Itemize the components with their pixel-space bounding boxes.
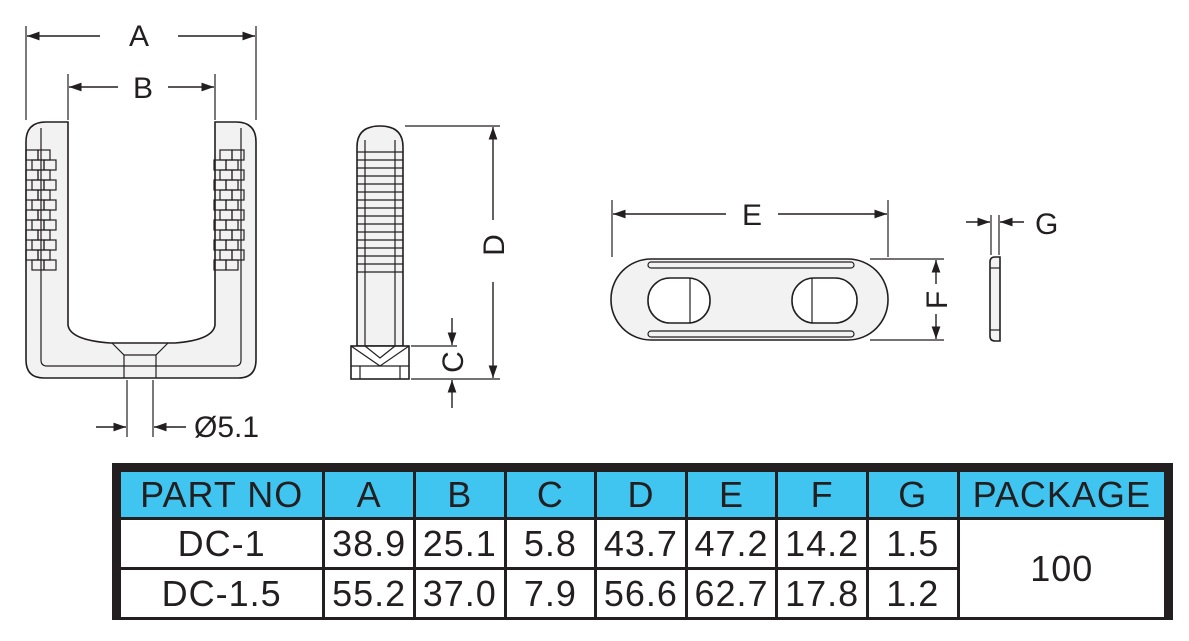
cell-g: 1.2 [865, 567, 960, 620]
header-f: F [775, 469, 869, 520]
edge-view: G [966, 208, 1058, 342]
cell-c: 7.9 [503, 567, 598, 620]
header-part-no: PART NO [117, 469, 326, 520]
header-b: B [412, 469, 507, 520]
side-ribs [357, 140, 403, 346]
header-a: A [322, 469, 416, 520]
tooth [213, 259, 227, 271]
dim-label-d: D [478, 234, 511, 256]
cell-d: 56.6 [594, 567, 688, 620]
table-row: DC-1.5 55.2 37.0 7.9 56.6 62.7 17.8 1.2 [117, 567, 1166, 620]
technical-drawing: A B Ø5.1 D C [25, 20, 1058, 444]
right-grip-teeth [213, 149, 245, 271]
dim-label-a: A [129, 20, 149, 53]
dim-label-b: B [133, 72, 153, 105]
cell-e: 62.7 [684, 567, 779, 620]
cell-a: 55.2 [322, 567, 416, 620]
cell-d: 43.7 [594, 517, 688, 570]
header-package: PACKAGE [956, 469, 1168, 520]
cell-b: 25.1 [412, 517, 507, 570]
front-view: A B Ø5.1 [25, 20, 259, 444]
specification-table: PART NO A B C D E F G PACKAGE DC-1 38.9 … [112, 463, 1173, 620]
side-view: D C [350, 125, 511, 408]
cell-package: 100 [956, 517, 1168, 620]
header-e: E [684, 469, 779, 520]
dim-label-hole: Ø5.1 [194, 411, 259, 444]
cell-part-no: DC-1 [117, 517, 326, 570]
cell-g: 1.5 [865, 517, 960, 570]
tooth [43, 259, 57, 271]
header-g: G [865, 469, 960, 520]
table-header-row: PART NO A B C D E F G PACKAGE [117, 469, 1168, 520]
left-grip-teeth [25, 149, 57, 271]
cell-b: 37.0 [412, 567, 507, 620]
top-view: E F [610, 199, 954, 341]
header-c: C [503, 469, 598, 520]
table-row: DC-1 38.9 25.1 5.8 43.7 47.2 14.2 1.5 10… [117, 517, 1168, 620]
cell-c: 5.8 [503, 517, 598, 570]
cell-e: 47.2 [684, 517, 779, 570]
header-d: D [594, 469, 688, 520]
dim-label-c: C [437, 351, 470, 373]
dim-label-g: G [1035, 208, 1058, 241]
dim-label-e: E [742, 199, 762, 232]
cell-part-no: DC-1.5 [117, 567, 326, 620]
dim-label-f: F [921, 291, 954, 309]
cell-a: 38.9 [322, 517, 416, 570]
cell-f: 14.2 [775, 517, 869, 570]
cell-f: 17.8 [775, 567, 869, 620]
